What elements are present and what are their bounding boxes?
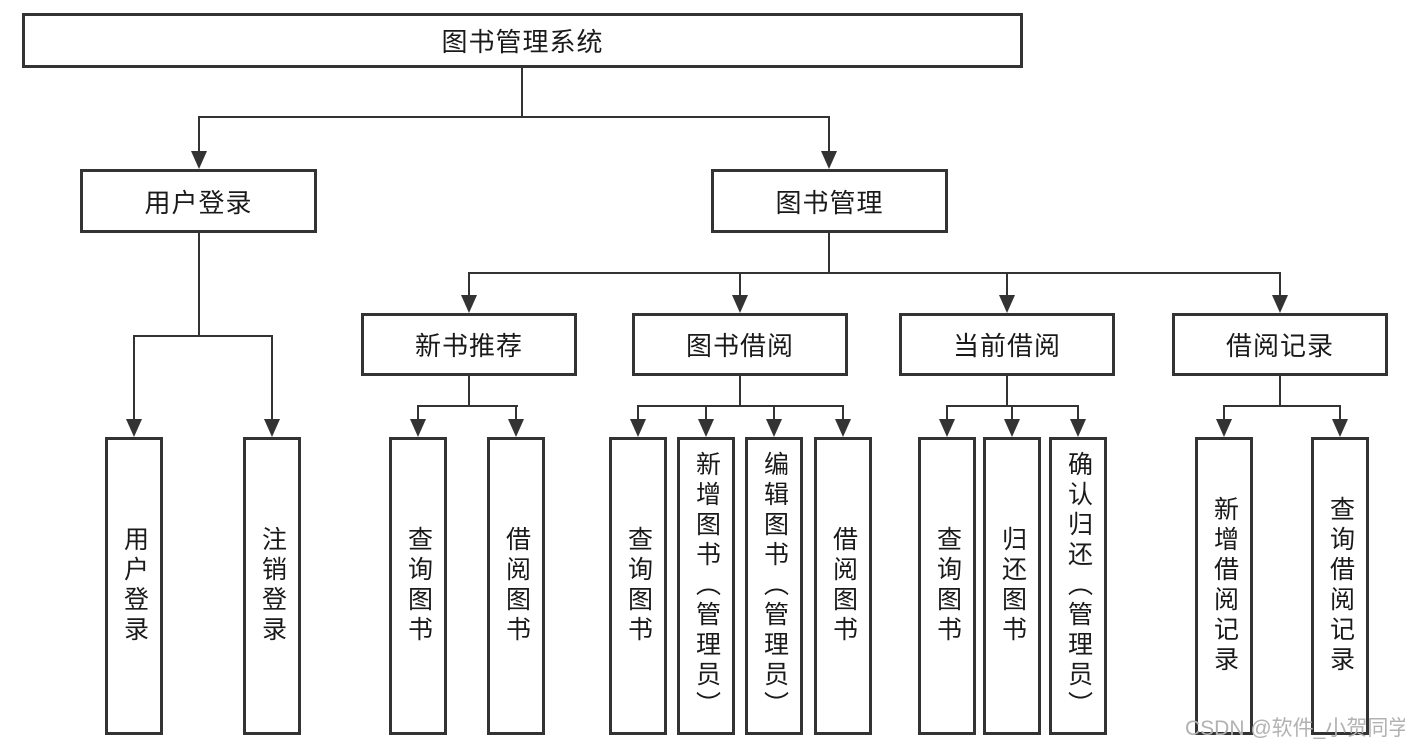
connector <box>1223 405 1341 407</box>
node-label: 查询图书 <box>404 526 433 646</box>
leaf-logout: 注销登录 <box>243 437 301 735</box>
leaf-return-book: 归还图书 <box>983 437 1041 735</box>
connector <box>1011 405 1013 420</box>
arrowhead-down <box>410 419 426 437</box>
connector <box>773 405 775 420</box>
leaf-query-books-recommend: 查询图书 <box>389 437 447 735</box>
arrowhead-down <box>821 151 837 169</box>
arrowhead-down <box>732 295 748 313</box>
node-label: 图书管理系统 <box>441 27 604 57</box>
arrowhead-down <box>1272 295 1288 313</box>
connector <box>739 376 741 407</box>
arrowhead-down <box>508 419 524 437</box>
leaf-user-login: 用户登录 <box>105 437 163 735</box>
leaf-confirm-return-admin: 确认归还（管理员） <box>1049 437 1107 735</box>
leaf-edit-book-admin: 编辑图书（管理员） <box>745 437 803 735</box>
connector <box>1006 376 1008 407</box>
node-label: 注销登录 <box>258 526 287 646</box>
csdn-watermark: CSDN @软件_小贺同学 <box>1185 717 1405 740</box>
node-label: 新增图书（管理员） <box>692 451 721 721</box>
connector <box>637 405 844 407</box>
node-book-borrow: 图书借阅 <box>632 313 848 376</box>
connector <box>842 405 844 420</box>
connector <box>828 233 830 273</box>
arrowhead-down <box>698 419 714 437</box>
connector <box>515 405 517 420</box>
connector <box>468 376 470 407</box>
leaf-query-books-borrow: 查询图书 <box>609 437 667 735</box>
node-book-management: 图书管理 <box>711 169 948 233</box>
connector <box>271 335 273 420</box>
leaf-query-borrow-record: 查询借阅记录 <box>1311 437 1369 735</box>
arrowhead-down <box>835 419 851 437</box>
node-user-login: 用户登录 <box>80 169 317 233</box>
arrowhead-down <box>1004 419 1020 437</box>
arrowhead-down <box>630 419 646 437</box>
connector <box>198 233 200 336</box>
node-label: 借阅记录 <box>1225 331 1334 361</box>
arrowhead-down <box>1216 419 1232 437</box>
leaf-borrow-books: 借阅图书 <box>814 437 872 735</box>
connector <box>739 272 741 296</box>
node-label: 编辑图书（管理员） <box>760 451 789 721</box>
connector <box>705 405 707 420</box>
node-label: 图书借阅 <box>685 331 794 361</box>
node-label: 图书管理 <box>775 187 884 218</box>
connector <box>417 405 419 420</box>
connector <box>198 116 830 118</box>
connector <box>133 335 135 420</box>
arrowhead-down <box>939 419 955 437</box>
connector <box>198 116 200 152</box>
node-label: 查询借阅记录 <box>1326 496 1355 676</box>
leaf-add-borrow-record: 新增借阅记录 <box>1195 437 1253 735</box>
arrowhead-down <box>264 419 280 437</box>
leaf-borrow-books-recommend: 借阅图书 <box>487 437 545 735</box>
connector <box>1223 405 1225 420</box>
node-current-borrow: 当前借阅 <box>899 313 1115 376</box>
node-library-management-system: 图书管理系统 <box>22 13 1023 68</box>
node-label: 归还图书 <box>998 526 1027 646</box>
node-label: 用户登录 <box>144 187 253 218</box>
connector <box>521 68 523 117</box>
node-label: 确认归还（管理员） <box>1064 451 1093 721</box>
node-label: 查询图书 <box>624 526 653 646</box>
node-label: 查询图书 <box>933 526 962 646</box>
connector <box>133 335 273 337</box>
arrowhead-down <box>1332 419 1348 437</box>
arrowhead-down <box>126 419 142 437</box>
leaf-query-books-current: 查询图书 <box>918 437 976 735</box>
connector <box>946 405 948 420</box>
node-label: 用户登录 <box>120 526 149 646</box>
node-label: 当前借阅 <box>952 331 1061 361</box>
arrowhead-down <box>191 151 207 169</box>
connector <box>828 116 830 152</box>
leaf-add-book-admin: 新增图书（管理员） <box>677 437 735 735</box>
connector <box>1077 405 1079 420</box>
arrowhead-down <box>999 295 1015 313</box>
arrowhead-down <box>1070 419 1086 437</box>
arrowhead-down <box>461 295 477 313</box>
connector <box>1279 376 1281 407</box>
connector <box>468 272 470 296</box>
connector <box>1279 272 1281 296</box>
node-label: 新增借阅记录 <box>1210 496 1239 676</box>
connector <box>1339 405 1341 420</box>
node-borrow-records: 借阅记录 <box>1172 313 1388 376</box>
node-label: 借阅图书 <box>502 526 531 646</box>
node-label: 借阅图书 <box>829 526 858 646</box>
node-new-book-recommend: 新书推荐 <box>361 313 577 376</box>
connector <box>468 272 1281 274</box>
connector <box>417 405 518 407</box>
arrowhead-down <box>766 419 782 437</box>
connector <box>1006 272 1008 296</box>
node-label: 新书推荐 <box>414 331 523 361</box>
connector <box>637 405 639 420</box>
